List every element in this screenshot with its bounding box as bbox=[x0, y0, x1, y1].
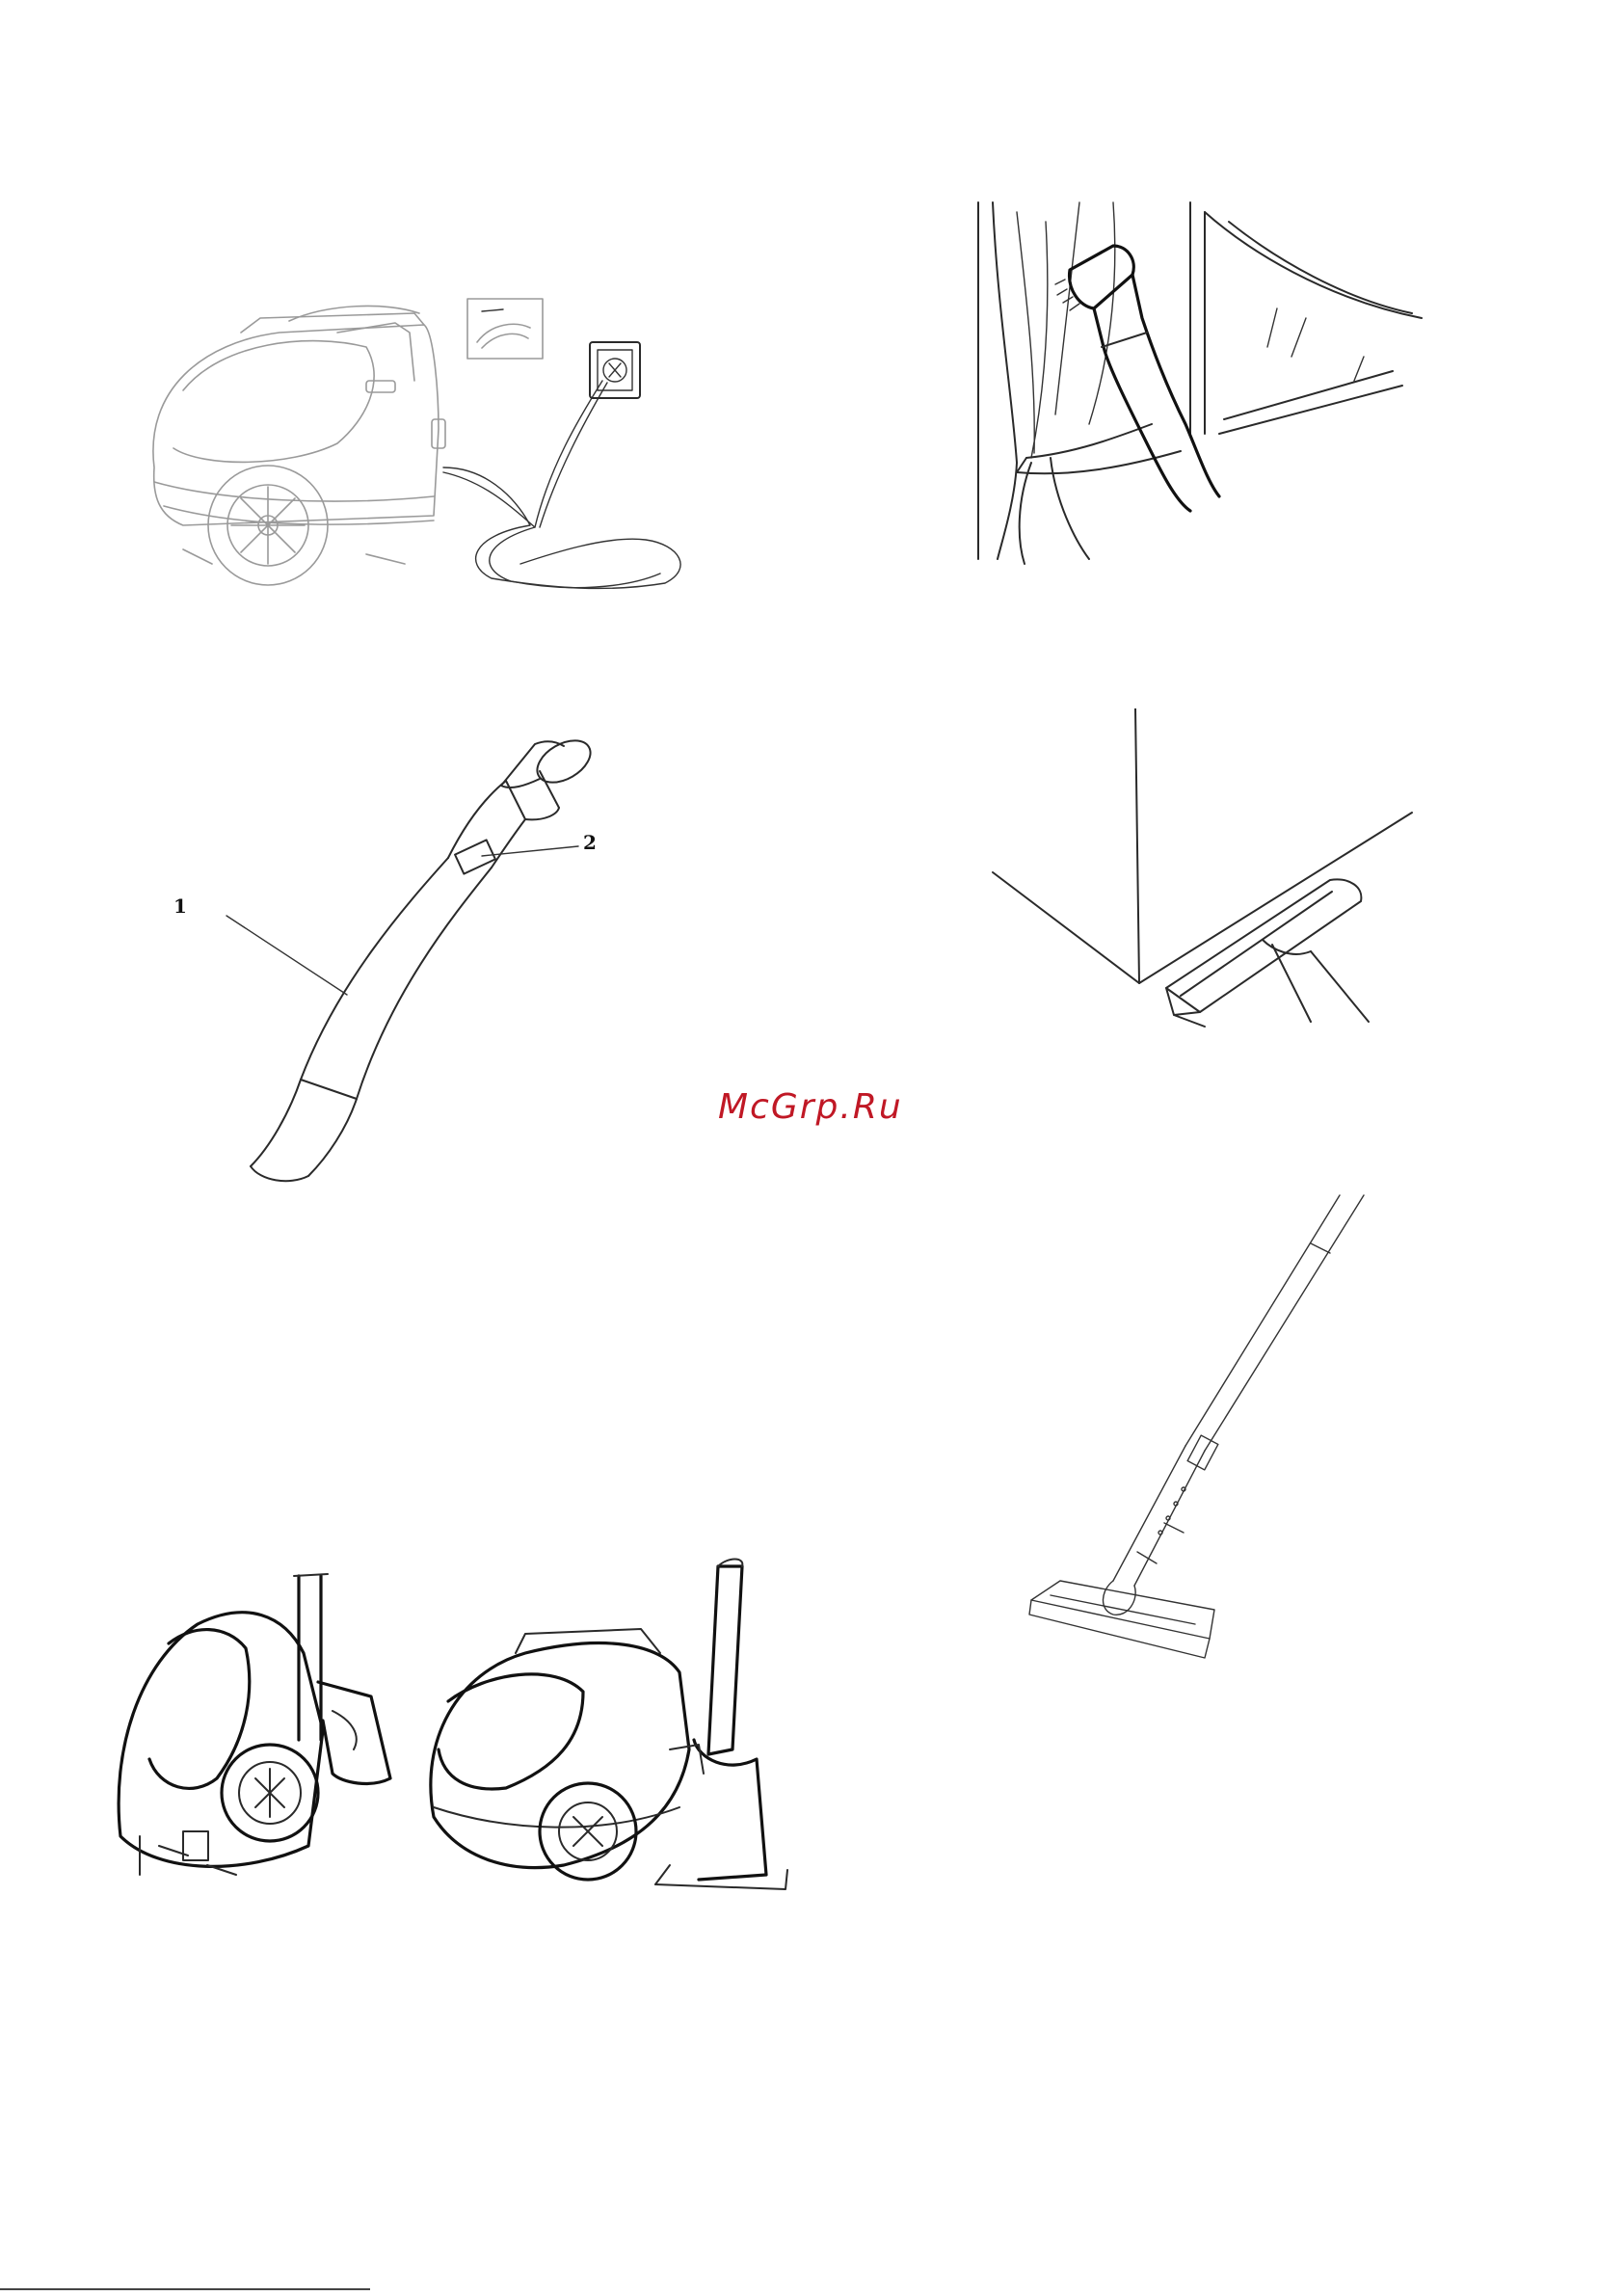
telescopic-tube-icon bbox=[1022, 1186, 1388, 1677]
brush-nozzle-icon bbox=[959, 193, 1441, 569]
footer-rule bbox=[0, 2288, 370, 2290]
curtain-cleaning-figure bbox=[959, 193, 1441, 569]
flexible-hose-icon bbox=[193, 733, 617, 1186]
callout-1: 1 bbox=[173, 894, 187, 918]
crevice-nozzle-icon bbox=[983, 708, 1436, 1046]
watermark-text: McGrp.Ru bbox=[718, 1087, 903, 1127]
parking-positions-figure bbox=[101, 1557, 805, 1894]
callout-2: 2 bbox=[583, 831, 597, 854]
vacuum-power-plug-figure bbox=[145, 275, 704, 602]
vacuum-cleaner-icon bbox=[145, 275, 704, 602]
vacuum-parking-icon bbox=[101, 1557, 805, 1894]
hose-figure: 1 2 bbox=[193, 733, 617, 1186]
telescopic-tube-figure bbox=[1022, 1186, 1388, 1677]
corner-cleaning-figure bbox=[983, 708, 1436, 1046]
